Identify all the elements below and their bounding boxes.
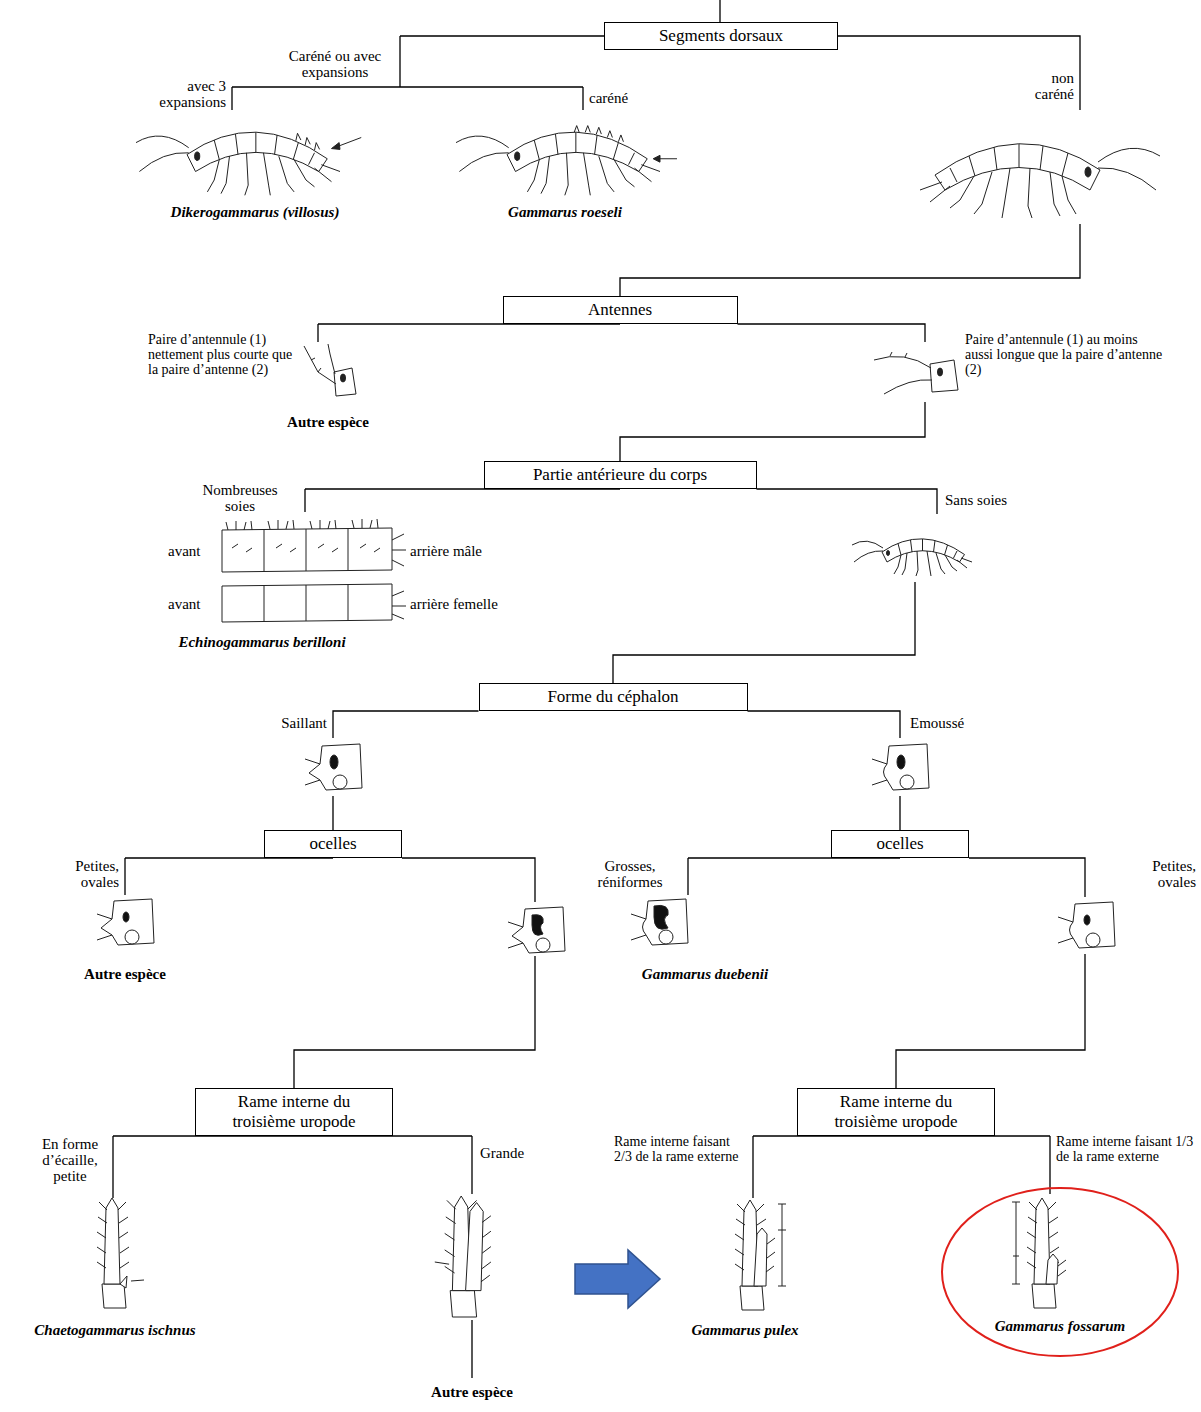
species-name: Gammarus fossarum xyxy=(995,1318,1125,1334)
amphipod-figure xyxy=(136,132,361,195)
branch-label: Saillant xyxy=(281,715,327,731)
head-figure xyxy=(508,907,565,953)
box-text: ocelles xyxy=(876,834,923,854)
body-part-label: arrière mâle xyxy=(410,543,482,559)
branch-label: Nombreuses soies xyxy=(195,482,285,514)
uropod-figure xyxy=(1012,1198,1066,1308)
antenna-figure xyxy=(304,344,356,396)
body-part-label: avant xyxy=(168,596,200,612)
branch-label: Petites, ovales xyxy=(39,858,119,890)
key-box: Rame interne du troisième uropode xyxy=(195,1088,393,1136)
species-name: Echinogammarus berilloni xyxy=(178,634,345,650)
amphipod-figure xyxy=(456,126,677,196)
box-text: Segments dorsaux xyxy=(659,26,783,46)
species-name: Gammarus roeseli xyxy=(508,204,622,220)
branch-label: Petites, ovales xyxy=(1124,858,1196,890)
key-box: ocelles xyxy=(264,830,402,858)
branch-label: Caréné ou avec expansions xyxy=(260,48,410,80)
branch-label: Emoussé xyxy=(910,715,964,731)
species-name: Gammarus duebenii xyxy=(642,966,768,982)
head-figure xyxy=(872,744,929,790)
key-box: ocelles xyxy=(831,830,969,858)
branch-label: Sans soies xyxy=(945,492,1007,508)
box-text: Antennes xyxy=(588,300,652,320)
body-part-label: avant xyxy=(168,543,200,559)
key-box: Rame interne du troisième uropode xyxy=(797,1088,995,1136)
body-segments-figure xyxy=(222,519,406,622)
head-figure xyxy=(305,744,362,790)
branch-label: non caréné xyxy=(1022,70,1074,102)
species-name: Autre espèce xyxy=(431,1384,513,1400)
box-text: Forme du céphalon xyxy=(547,687,678,707)
head-figure xyxy=(97,899,154,945)
key-box: Forme du céphalon xyxy=(479,683,748,711)
key-connector xyxy=(748,711,901,830)
body-part-label: arrière femelle xyxy=(410,596,498,612)
key-connector xyxy=(620,36,1080,296)
key-connector xyxy=(896,858,1085,1088)
head-figure xyxy=(1058,902,1115,948)
key-connector xyxy=(294,858,535,1088)
tree-line xyxy=(113,0,1050,1378)
box-text: Partie antérieure du corps xyxy=(533,465,707,485)
branch-label: Grande xyxy=(480,1145,524,1161)
box-text: Rame interne du troisième uropode xyxy=(816,1092,976,1132)
branch-label: Paire d’antennule (1) nettement plus cou… xyxy=(148,332,298,377)
species-name: Dikerogammarus (villosus) xyxy=(171,204,340,220)
species-name: Chaetogammarus ischnus xyxy=(34,1322,195,1338)
species-name: Autre espèce xyxy=(287,414,369,430)
branch-label: Paire d’antennule (1) au moins aussi lon… xyxy=(965,332,1165,377)
key-connector xyxy=(620,324,925,461)
branch-label: Rame interne faisant 1/3 de la rame exte… xyxy=(1056,1134,1194,1164)
uropod-figure xyxy=(435,1196,491,1317)
amphipod-figure xyxy=(852,539,972,576)
branch-label: Rame interne faisant 2/3 de la rame exte… xyxy=(614,1134,748,1164)
branch-label: Grosses, réniformes xyxy=(578,858,682,890)
key-connector xyxy=(613,489,937,683)
branch-label: caréné xyxy=(589,90,628,106)
antenna-figure xyxy=(874,352,958,394)
head-figure xyxy=(631,899,688,945)
species-name: Gammarus pulex xyxy=(691,1322,798,1338)
pointer-arrow xyxy=(575,1250,660,1308)
highlight-circle xyxy=(942,1188,1178,1356)
amphipod-figure xyxy=(920,144,1160,218)
branch-label: avec 3 expansions xyxy=(146,78,226,110)
species-name: Autre espèce xyxy=(84,966,166,982)
box-text: Rame interne du troisième uropode xyxy=(214,1092,374,1132)
uropod-figure xyxy=(97,1198,144,1308)
uropod-figure xyxy=(735,1200,786,1310)
branch-label: En forme d’écaille, petite xyxy=(32,1136,108,1184)
key-box: Segments dorsaux xyxy=(604,22,838,50)
key-box: Antennes xyxy=(503,296,738,324)
box-text: ocelles xyxy=(309,834,356,854)
key-connector xyxy=(333,711,479,830)
key-box: Partie antérieure du corps xyxy=(484,461,757,489)
